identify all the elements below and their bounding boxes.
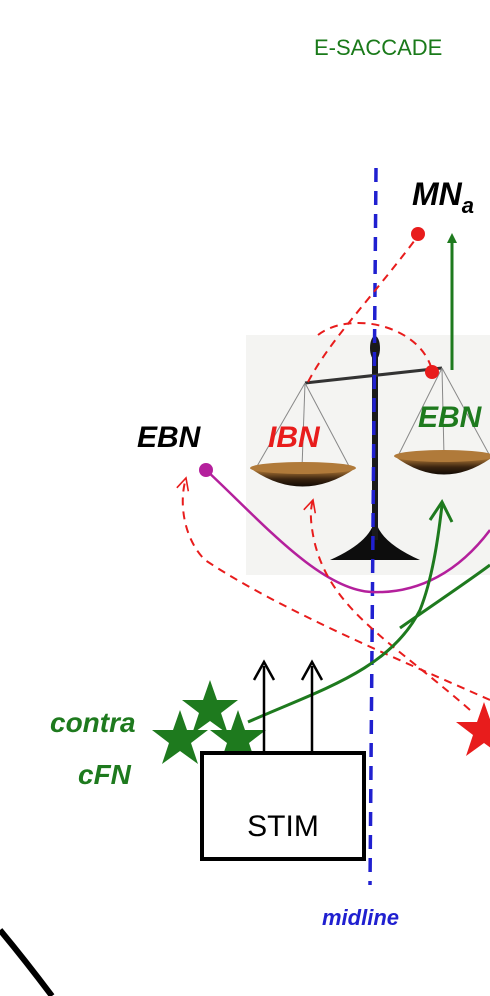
green-star-icon-right xyxy=(210,710,266,764)
ebn-right-label: EBN xyxy=(418,401,483,434)
red-dashed-ibn-to-ebn xyxy=(317,321,433,371)
green-cfn-right-path xyxy=(399,563,490,630)
stim-arrowhead-left xyxy=(252,659,276,681)
red-star-icon xyxy=(456,702,490,756)
midline-label: midline xyxy=(322,905,399,930)
midline-line xyxy=(368,167,378,886)
green-star-icon-left xyxy=(152,710,208,764)
ebn-left-label: EBN xyxy=(137,421,202,454)
green-star-icon-top xyxy=(182,680,238,734)
stim-box xyxy=(200,751,366,861)
contra-label: contra xyxy=(50,707,136,738)
green-open-arrowhead xyxy=(428,499,454,523)
magenta-terminal-dot xyxy=(199,463,213,477)
stim-arrowhead-right xyxy=(300,659,324,681)
green-cfn-to-ebn-path xyxy=(247,504,444,724)
red-terminal-dot-top xyxy=(411,227,425,241)
outline-arc xyxy=(0,928,55,996)
red-dashed-to-ibn xyxy=(303,498,471,711)
stim-label: STIM xyxy=(247,810,319,843)
red-terminal-dot-ebn xyxy=(425,365,439,379)
diagram-title: E-SACCADE xyxy=(314,35,442,60)
mn-label: MNa xyxy=(412,176,474,218)
ibn-label: IBN xyxy=(268,421,321,454)
red-dashed-ibn-to-mn xyxy=(307,235,419,383)
cfn-label: cFN xyxy=(78,759,132,790)
magenta-inhibitory-path xyxy=(205,469,490,594)
